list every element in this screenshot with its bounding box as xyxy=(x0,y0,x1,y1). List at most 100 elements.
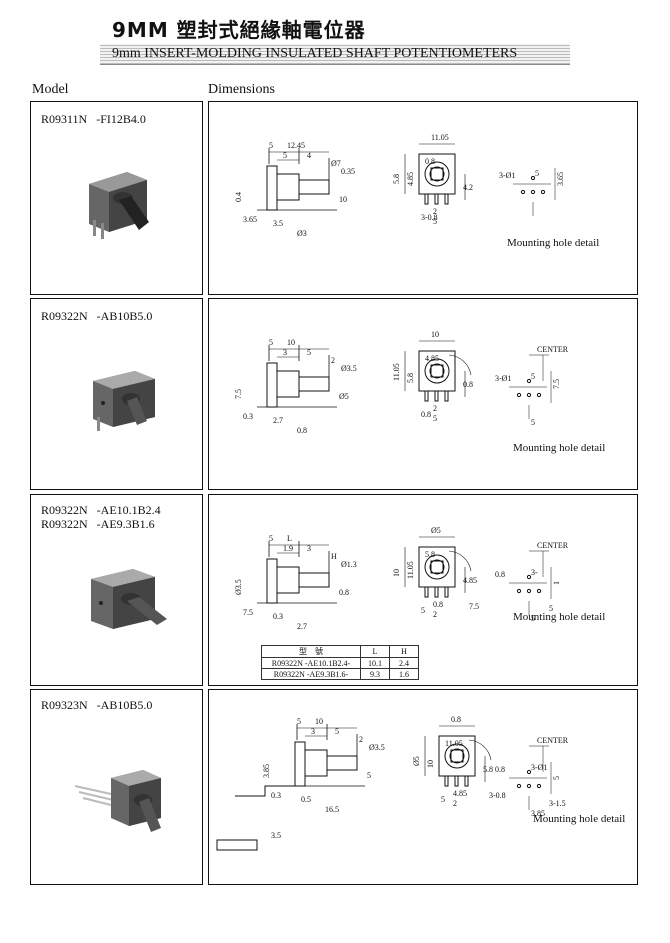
dimension-label: 0.8 xyxy=(425,157,435,166)
dimension-label: 1 xyxy=(552,581,561,585)
dimension-label: 5 xyxy=(549,604,553,613)
drawing-circle xyxy=(516,783,522,789)
dimension-label: 5 xyxy=(531,614,535,623)
spec-cell-l: 10.1 xyxy=(360,657,390,669)
drawing-circle xyxy=(536,392,542,398)
drawing-circle xyxy=(526,769,532,775)
dimension-label: 3-0.8 xyxy=(489,791,506,800)
drawing-outline xyxy=(430,560,444,574)
model-column-header: Model xyxy=(32,82,69,97)
dimension-label: 3 xyxy=(311,727,315,736)
dimension-label: 7.5 xyxy=(234,389,243,399)
drawing-outline xyxy=(454,775,459,787)
dimension-label: 0.8 xyxy=(339,588,349,597)
drawing-outline xyxy=(266,165,278,211)
drawing-circle xyxy=(449,748,465,764)
rotation-arc xyxy=(468,739,492,761)
drawing-circle xyxy=(536,783,542,789)
dimension-label: 16.5 xyxy=(325,805,339,814)
dimension-label: 3.85 xyxy=(531,809,545,818)
model-label: R09322N -AE10.1B2.4 R09322N -AE9.3B1.6 xyxy=(41,503,161,531)
drawing-circle xyxy=(530,175,536,181)
drawing-outline xyxy=(464,775,469,787)
dimension-label: Ø1.3 xyxy=(341,560,357,569)
drawing-circle xyxy=(429,166,445,182)
dimension-label: 5 xyxy=(441,795,445,804)
dimension-label: 4.85 xyxy=(453,789,467,798)
dimension-label: 5 xyxy=(367,771,371,780)
dimension-label: 5.8 xyxy=(406,373,415,383)
dimension-label: 10 xyxy=(287,338,295,347)
drawing-circle xyxy=(536,588,542,594)
dimension-label: 10 xyxy=(431,330,439,339)
drawing-outline xyxy=(444,586,449,598)
dimension-label: 5 xyxy=(283,151,287,160)
dimension-label: 5 xyxy=(531,372,535,381)
dimension-label: 2 xyxy=(433,610,437,619)
dimension-label: 5.8 xyxy=(425,550,435,559)
drawing-circle xyxy=(444,743,470,769)
title-banner xyxy=(100,44,570,65)
drawing-circle xyxy=(520,189,526,195)
center-label: CENTER xyxy=(537,541,569,550)
dimension-label: 3-Ø1 xyxy=(499,171,515,180)
dimension-label: 2 xyxy=(433,404,437,413)
drawing-circle xyxy=(516,392,522,398)
dimension-label: 5 xyxy=(269,338,273,347)
dimension-label: 7.5 xyxy=(243,608,253,617)
dimension-label: L xyxy=(287,534,292,543)
table-row: R09322N -AE10.1B2.4- 10.1 2.4 xyxy=(261,657,419,669)
dimension-label: 3.85 xyxy=(262,764,271,778)
dimension-label: 11.05 xyxy=(406,561,415,579)
dimension-label: Ø5 xyxy=(339,392,349,401)
spec-cell-model: R09322N -AE10.1B2.4- xyxy=(261,657,361,669)
dimension-label: 2 xyxy=(433,207,437,216)
spec-header-model: 型 號 xyxy=(261,645,361,658)
model-cell-2: R09322N -AB10B5.0 xyxy=(30,298,203,490)
dimension-label: 10 xyxy=(426,760,435,768)
drawing-circle xyxy=(526,588,532,594)
dimension-label: 3 xyxy=(283,348,287,357)
dimension-label: 0.8 xyxy=(463,380,473,389)
drawing-outline xyxy=(298,572,330,588)
dimension-label: 7.5 xyxy=(469,602,479,611)
dimension-label: 3-1.5 xyxy=(549,799,566,808)
dimension-label: 7.5 xyxy=(552,379,561,389)
dimension-label: 3 xyxy=(307,544,311,553)
mounting-hole-label: Mounting hole detail xyxy=(513,442,606,454)
drawing-circle xyxy=(424,161,450,187)
dimension-label: 5 xyxy=(421,606,425,615)
drawing-circle xyxy=(526,392,532,398)
dimension-label: Ø3.5 xyxy=(369,743,385,752)
dimension-label: 5 xyxy=(297,717,301,726)
drawing-outline xyxy=(298,179,330,195)
product-photo xyxy=(89,172,149,239)
dimension-label: 5 xyxy=(335,727,339,736)
drawing-outline xyxy=(235,785,295,797)
model-label: R09322N -AB10B5.0 xyxy=(41,309,153,323)
model-cell-3: R09322N -AE10.1B2.4 R09322N -AE9.3B1.6 xyxy=(30,494,203,686)
model-cell-4: R09323N -AB10B5.0 xyxy=(30,689,203,885)
drawing-circle xyxy=(516,588,522,594)
drawing-outline xyxy=(304,749,328,777)
dimension-label: 2 xyxy=(331,356,335,365)
dimension-label: 0.4 xyxy=(234,192,243,202)
dimension-label: 3-Ø1 xyxy=(495,374,511,383)
dimension-label: 5 xyxy=(269,141,273,150)
drawing-outline xyxy=(266,362,278,408)
dimension-label: Ø3 xyxy=(297,229,307,238)
drawing-outline xyxy=(294,741,306,787)
drawing-outline xyxy=(444,390,449,402)
mounting-hole-label: Mounting hole detail xyxy=(533,813,626,825)
dimension-label: 5 xyxy=(552,776,561,780)
drawing-outline xyxy=(434,586,439,598)
model-cell-1: R09311N -FI12B4.0 xyxy=(30,101,203,295)
table-row: R09322N -AE9.3B1.6- 9.3 1.6 xyxy=(261,668,419,680)
dimension-label: 0.8 xyxy=(451,715,461,724)
dimension-label: H xyxy=(331,552,337,561)
rotation-arc xyxy=(448,550,472,572)
